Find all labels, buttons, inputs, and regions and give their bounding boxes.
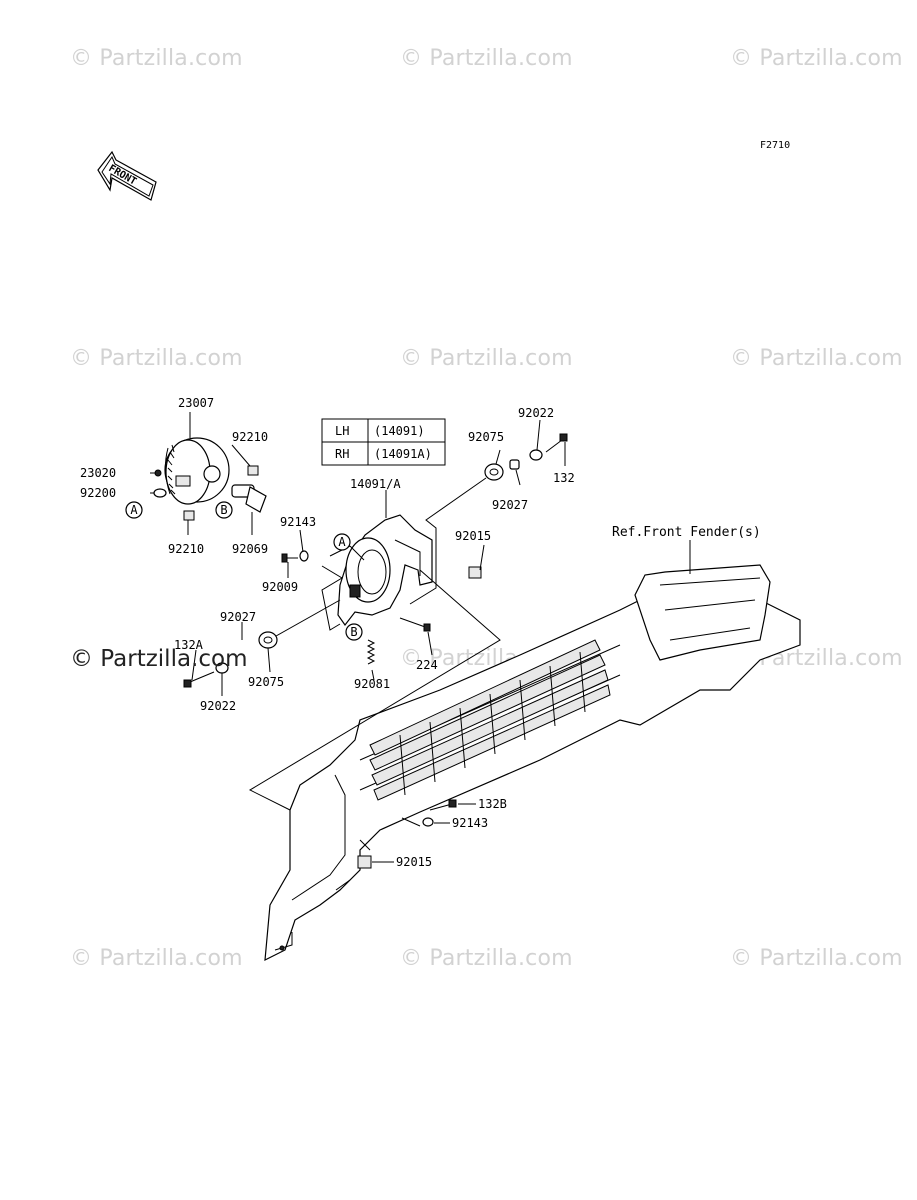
watermark: © Partzilla.com xyxy=(730,346,903,371)
part-label-92015-bottom: 92015 xyxy=(396,855,432,869)
watermark-prominent: © Partzilla.com xyxy=(70,646,248,672)
nut-92015-right xyxy=(468,566,482,579)
watermark: © Partzilla.com xyxy=(400,46,573,71)
part-label-92143-bottom: 92143 xyxy=(452,816,488,830)
grommet-92075-top xyxy=(484,463,504,481)
table-part-lh: (14091) xyxy=(374,424,425,438)
variant-table: LH (14091) RH (14091A) xyxy=(321,418,446,466)
bulb-92069 xyxy=(231,484,267,513)
callout-b-bracket: B xyxy=(345,623,363,641)
callout-a-left: A xyxy=(125,501,143,519)
part-label-92027-top: 92027 xyxy=(492,498,528,512)
headlight-23007 xyxy=(164,437,230,505)
part-label-14091a: 14091/A xyxy=(350,477,401,491)
reference-front-fender-label: Ref.Front Fender(s) xyxy=(612,525,761,540)
bolt-132b xyxy=(429,799,457,811)
part-label-92075-left: 92075 xyxy=(248,675,284,689)
part-label-92027-left: 92027 xyxy=(220,610,256,624)
watermark: © Partzilla.com xyxy=(400,346,573,371)
grille-slats xyxy=(369,639,611,801)
part-label-92081: 92081 xyxy=(354,677,390,691)
part-label-92143-left: 92143 xyxy=(280,515,316,529)
part-label-132b: 132B xyxy=(478,797,507,811)
grommet-92075-left xyxy=(258,631,278,649)
table-side-rh: RH xyxy=(335,447,349,461)
bolt-132 xyxy=(545,433,568,453)
leader-lines xyxy=(150,412,691,891)
table-part-rh: (14091A) xyxy=(374,447,432,461)
part-label-92009: 92009 xyxy=(262,580,298,594)
part-label-132: 132 xyxy=(553,471,575,485)
watermark: © Partzilla.com xyxy=(70,346,243,371)
part-label-23020: 23020 xyxy=(80,466,116,480)
washer-92200 xyxy=(153,488,167,498)
part-label-92022-top: 92022 xyxy=(518,406,554,420)
table-side-lh: LH xyxy=(335,424,349,438)
part-label-132a: 132A xyxy=(174,638,204,652)
callout-b-left-label: B xyxy=(220,503,227,517)
watermark: © Partzilla.com xyxy=(730,946,903,971)
washer-92143 xyxy=(299,550,309,562)
part-label-92022-left: 92022 xyxy=(200,699,236,713)
part-label-23007: 23007 xyxy=(178,396,214,410)
grille-panel xyxy=(264,564,801,962)
clip-92210-bottom xyxy=(183,510,195,521)
front-arrow-icon: FRONT xyxy=(97,150,157,201)
figure-code: F2710 xyxy=(760,140,790,151)
callout-a-left-label: A xyxy=(130,503,138,517)
watermark: © Partzilla.com xyxy=(400,946,573,971)
part-label-92075-top: 92075 xyxy=(468,430,504,444)
watermark: © Partzilla.com xyxy=(730,46,903,71)
part-label-92210-bottom: 92210 xyxy=(168,542,204,556)
part-label-92015-right: 92015 xyxy=(455,529,491,543)
bolt-132a xyxy=(183,671,215,688)
spring-92081 xyxy=(366,639,376,665)
callout-a-bracket: A xyxy=(333,533,351,551)
part-label-224: 224 xyxy=(416,658,438,672)
part-label-92069: 92069 xyxy=(232,542,268,556)
watermark: © Partzilla.com xyxy=(70,46,243,71)
callout-a-bracket-label: A xyxy=(338,535,346,549)
part-label-92200: 92200 xyxy=(80,486,116,500)
nut-92015-bottom xyxy=(357,855,372,869)
watermark: © Partzilla.com xyxy=(70,946,243,971)
bracket-14091 xyxy=(337,514,433,627)
collar-92027-top xyxy=(509,459,520,470)
screw-92009 xyxy=(281,553,298,563)
callout-b-bracket-label: B xyxy=(350,625,357,639)
clip-92210-top xyxy=(247,465,259,476)
part-label-92210-top: 92210 xyxy=(232,430,268,444)
washer-92022-top xyxy=(529,449,543,461)
callout-b-left: B xyxy=(215,501,233,519)
screw-224 xyxy=(399,617,431,632)
washer-92143-bottom xyxy=(422,817,434,827)
